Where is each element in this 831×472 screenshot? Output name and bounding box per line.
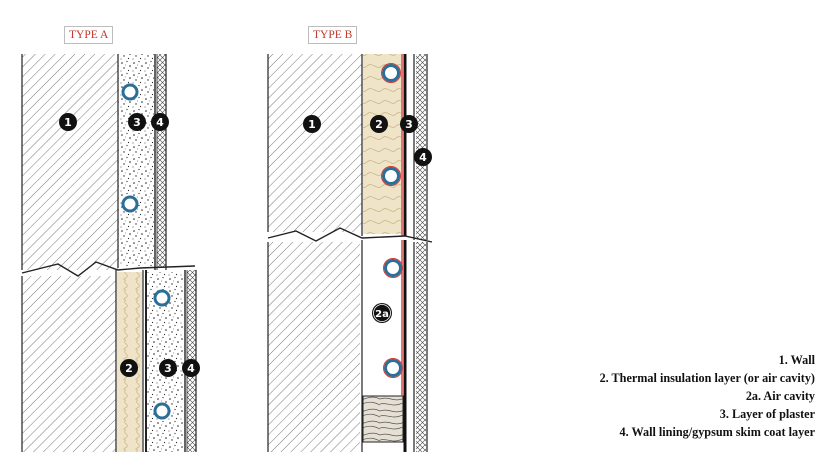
callout-4-b: 4 (414, 148, 432, 166)
callout-2-b: 2 (370, 115, 388, 133)
svg-text:3: 3 (164, 362, 172, 375)
timber-batten (362, 395, 404, 443)
svg-text:1: 1 (308, 118, 316, 131)
legend-item-insulation: 2. Thermal insulation layer (or air cavi… (599, 371, 815, 385)
callout-3-a-lower: 3 (159, 359, 177, 377)
type-a-label: TYPE A (64, 26, 114, 44)
callout-2a-b: 2a (372, 303, 392, 323)
type-b-label: TYPE B (308, 26, 358, 44)
svg-text:2a: 2a (375, 309, 389, 320)
svg-text:3: 3 (405, 118, 413, 131)
svg-text:4: 4 (156, 116, 164, 129)
wall-b-lower (268, 242, 360, 452)
callout-2-a: 2 (120, 359, 138, 377)
callout-3-a-upper: 3 (128, 113, 146, 131)
svg-text:3: 3 (133, 116, 141, 129)
wall-b-upper (268, 54, 362, 232)
svg-text:1: 1 (64, 116, 72, 129)
svg-text:2: 2 (375, 118, 383, 131)
type-b-section: 1 2 3 4 2a (267, 54, 433, 452)
legend: 1. Wall 2. Thermal insulation layer (or … (600, 351, 815, 441)
lining-b-lower (416, 242, 426, 452)
callout-4-a-upper: 4 (151, 113, 169, 131)
heating-pipe-icon (381, 63, 403, 378)
callout-3-b: 3 (400, 115, 418, 133)
insulation-b-upper (363, 54, 401, 234)
heating-pipe-icon (121, 83, 171, 420)
lining-a-upper (157, 54, 166, 268)
wall-a-lower (22, 276, 116, 452)
wall-a-upper (22, 54, 118, 270)
break-line-a (21, 261, 196, 277)
legend-item-plaster: 3. Layer of plaster (719, 407, 815, 421)
svg-text:2: 2 (125, 362, 133, 375)
callout-1-b: 1 (303, 115, 321, 133)
legend-item-lining: 4. Wall lining/gypsum skim coat layer (619, 425, 815, 439)
break-line-b (267, 227, 433, 243)
lining-b-upper (416, 54, 426, 240)
callout-4-a-lower: 4 (182, 359, 200, 377)
svg-text:4: 4 (419, 151, 427, 164)
legend-item-wall: 1. Wall (778, 353, 815, 367)
callout-1-a: 1 (59, 113, 77, 131)
legend-item-air-cavity: 2a. Air cavity (745, 389, 815, 403)
svg-text:4: 4 (187, 362, 195, 375)
type-a-section: 1 3 4 2 3 4 (21, 54, 200, 452)
